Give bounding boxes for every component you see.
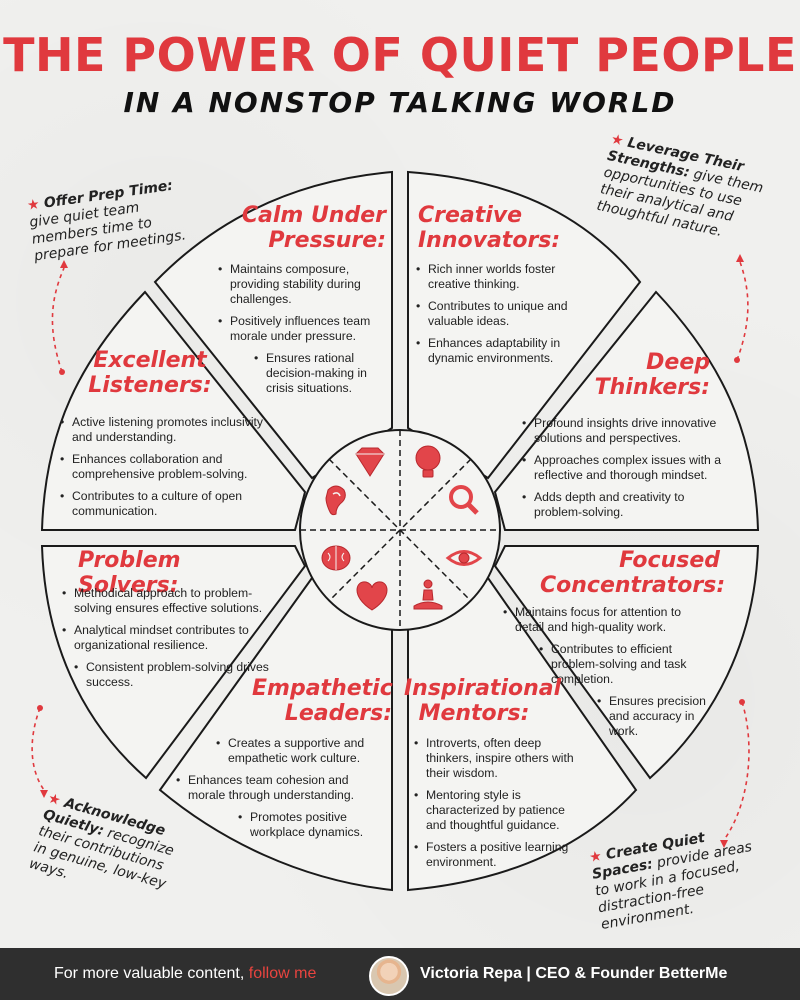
list-creative-innovators: Rich inner worlds foster creative thinki… [416,262,576,373]
list-item: Methodical approach to problem-solving e… [62,586,280,616]
list-item: Consistent problem-solving drives succes… [74,660,280,690]
author-credit: Victoria Repa | CEO & Founder BetterMe [420,965,728,982]
list-empathetic-leaders: Creates a supportive and empathetic work… [176,736,386,847]
follow-link[interactable]: follow me [248,965,317,982]
footer-cta: For more valuable content, follow me [54,965,316,983]
list-focused-concentrators: Maintains focus for attention to detail … [503,605,706,746]
star-icon: ★ [26,195,46,215]
list-item: Contributes to unique and valuable ideas… [416,299,576,329]
list-item: Enhances adaptability in dynamic environ… [416,336,576,366]
list-item: Contributes to a culture of open communi… [60,489,280,519]
heading-excellent-listeners: Excellent Listeners: [88,348,212,398]
page-subtitle: IN A NONSTOP TALKING WORLD [123,86,677,119]
list-item: Ensures rational decision-making in cris… [254,351,388,396]
list-item: Enhances team cohesion and morale throug… [176,773,386,803]
list-item: Analytical mindset contributes to organi… [62,623,280,653]
heading-creative-innovators: Creative Innovators: [418,203,561,253]
heart-icon [356,581,388,611]
ear-icon [325,485,346,516]
list-item: Promotes positive workplace dynamics. [238,810,386,840]
list-calm-under-pressure: Maintains composure, providing stability… [218,262,388,403]
list-item: Creates a supportive and empathetic work… [216,736,386,766]
footer-cta-text: For more valuable content, [54,965,245,982]
page-title: THE POWER OF QUIET PEOPLE [3,28,797,82]
list-item: Positively influences team morale under … [218,314,388,344]
heading-deep-thinkers: Deep Thinkers: [594,350,710,400]
footer-bar: For more valuable content, follow me Vic… [0,948,800,1000]
list-item: Ensures precision and accuracy in work. [597,694,709,739]
list-item: Maintains composure, providing stability… [218,262,388,307]
heading-inspirational-mentors: Inspirational Mentors: [404,676,562,726]
magnifier-icon [449,485,479,515]
eye-icon [445,550,483,566]
list-item: Rich inner worlds foster creative thinki… [416,262,576,292]
list-deep-thinkers: Profound insights drive innovative solut… [522,416,722,527]
list-item: Maintains focus for attention to detail … [503,605,703,635]
list-item: Fosters a positive learning environment. [414,840,584,870]
arrow-top-left [51,267,65,373]
heading-calm-under-pressure: Calm Under Pressure: [241,203,386,253]
arrow-bottom-right [723,701,750,841]
lightbulb-icon [415,445,441,478]
diamond-icon [355,447,385,477]
list-item: Approaches complex issues with a reflect… [522,453,722,483]
avatar [369,956,409,996]
meditation-icon [413,579,443,610]
arrow-top-right [736,261,749,361]
list-item: Contributes to efficient problem-solving… [539,642,703,687]
list-item: Enhances collaboration and comprehensive… [60,452,280,482]
arrow-bottom-left [31,707,45,791]
list-inspirational-mentors: Introverts, often deep thinkers, inspire… [414,736,584,877]
list-problem-solvers: Methodical approach to problem-solving e… [62,586,280,697]
list-item: Mentoring style is characterized by pati… [414,788,584,833]
brain-icon [321,545,351,571]
heading-focused-concentrators: Focused Concentrators: [540,548,726,598]
list-item: Introverts, often deep thinkers, inspire… [414,736,584,781]
list-item: Profound insights drive innovative solut… [522,416,722,446]
list-item: Active listening promotes inclusivity an… [60,415,280,445]
list-item: Adds depth and creativity to problem-sol… [522,490,722,520]
list-excellent-listeners: Active listening promotes inclusivity an… [60,415,280,526]
